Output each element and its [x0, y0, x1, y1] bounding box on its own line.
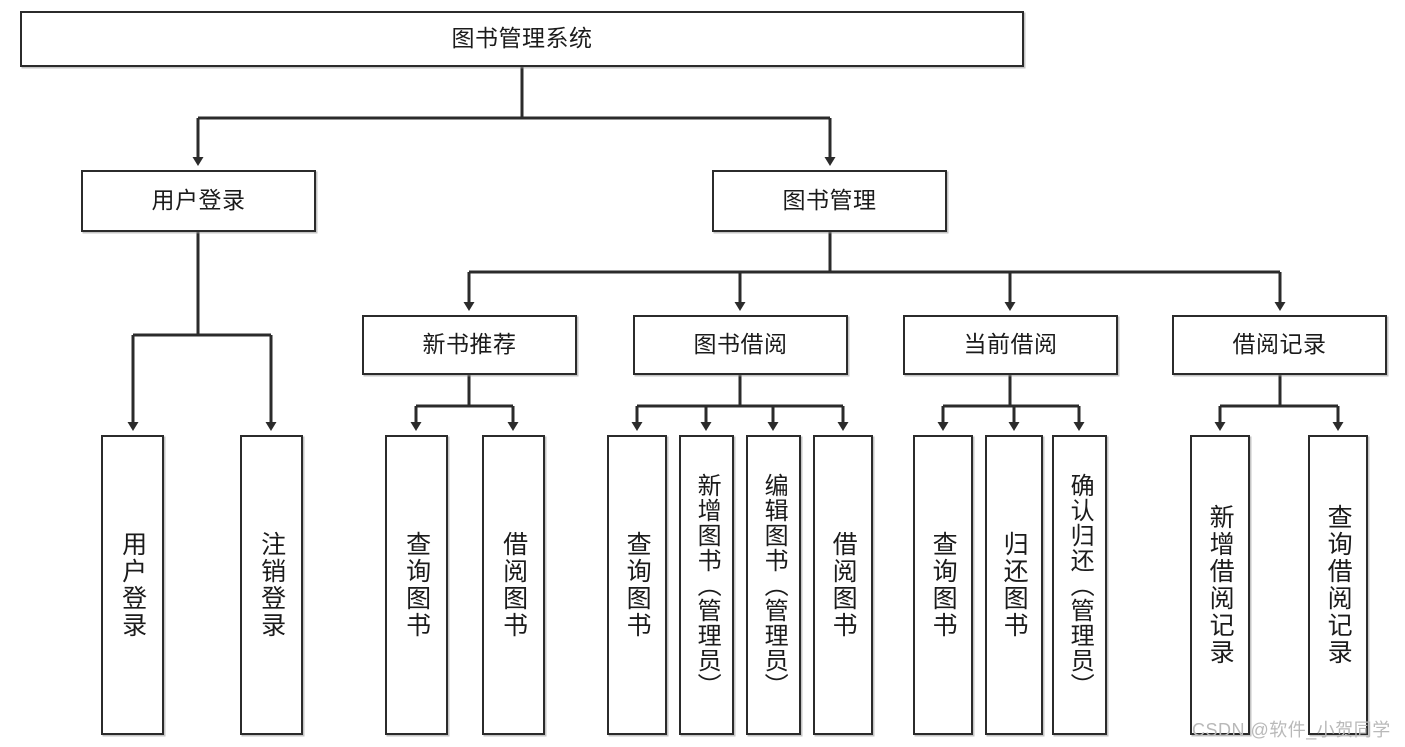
leaf-query-book-borrow[interactable]: 查询图书	[607, 435, 667, 735]
leaf-borrow-book-borrow[interactable]: 借阅图书	[813, 435, 873, 735]
leaf-add-book-admin[interactable]: 新增图书（管理员）	[679, 435, 734, 735]
node-book-manage-label: 图书管理	[782, 187, 877, 214]
leaf-logout-login[interactable]: 注销登录	[240, 435, 303, 735]
node-borrow-record[interactable]: 借阅记录	[1172, 315, 1387, 375]
leaf-borrow-book-rec-label: 借阅图书	[499, 531, 528, 639]
leaf-query-book-borrow-label: 查询图书	[623, 531, 652, 639]
leaf-add-book-admin-label: 新增图书（管理员）	[693, 472, 721, 698]
node-user-login[interactable]: 用户登录	[81, 170, 316, 232]
node-current-borrow[interactable]: 当前借阅	[903, 315, 1118, 375]
leaf-query-book-current[interactable]: 查询图书	[913, 435, 973, 735]
leaf-add-borrow-record-label: 新增借阅记录	[1206, 504, 1235, 666]
leaf-add-borrow-record[interactable]: 新增借阅记录	[1190, 435, 1250, 735]
leaf-query-borrow-record[interactable]: 查询借阅记录	[1308, 435, 1368, 735]
leaf-query-book-rec[interactable]: 查询图书	[385, 435, 448, 735]
leaf-return-book[interactable]: 归还图书	[985, 435, 1043, 735]
leaf-borrow-book-rec[interactable]: 借阅图书	[482, 435, 545, 735]
node-borrow-record-label: 借阅记录	[1232, 331, 1327, 358]
leaf-query-book-rec-label: 查询图书	[402, 531, 431, 639]
leaf-query-book-current-label: 查询图书	[929, 531, 958, 639]
node-book-manage[interactable]: 图书管理	[712, 170, 947, 232]
leaf-return-book-label: 归还图书	[1000, 531, 1029, 639]
node-new-book-recommend[interactable]: 新书推荐	[362, 315, 577, 375]
node-current-borrow-label: 当前借阅	[963, 331, 1058, 358]
leaf-user-login[interactable]: 用户登录	[101, 435, 164, 735]
csdn-watermark: CSDN @软件_小贺同学	[1192, 720, 1391, 740]
leaf-edit-book-admin-label: 编辑图书（管理员）	[760, 472, 788, 698]
leaf-borrow-book-borrow-label: 借阅图书	[829, 531, 858, 639]
node-book-borrow-label: 图书借阅	[693, 331, 788, 358]
node-user-login-label: 用户登录	[151, 187, 246, 214]
node-root[interactable]: 图书管理系统	[20, 11, 1024, 67]
leaf-edit-book-admin[interactable]: 编辑图书（管理员）	[746, 435, 801, 735]
node-book-borrow[interactable]: 图书借阅	[633, 315, 848, 375]
leaf-query-borrow-record-label: 查询借阅记录	[1324, 504, 1353, 666]
leaf-logout-login-label: 注销登录	[257, 531, 286, 639]
leaf-user-login-label: 用户登录	[118, 531, 147, 639]
node-new-book-recommend-label: 新书推荐	[422, 331, 517, 358]
node-root-label: 图书管理系统	[451, 25, 593, 52]
leaf-confirm-return-admin[interactable]: 确认归还（管理员）	[1052, 435, 1107, 735]
leaf-confirm-return-admin-label: 确认归还（管理员）	[1066, 472, 1094, 698]
